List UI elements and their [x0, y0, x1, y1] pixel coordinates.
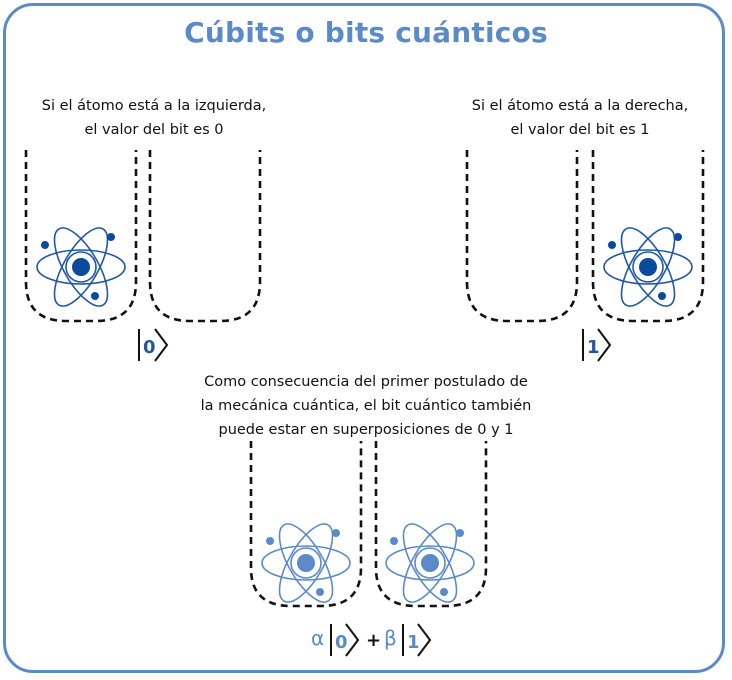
- well-bottom-a: [249, 441, 363, 608]
- caption-left: Si el átomo está a la izquierda, el valo…: [20, 94, 288, 142]
- ket-one-top: 1: [582, 328, 612, 362]
- caption-mid-line-1: Como consecuencia del primer postulado d…: [204, 374, 528, 390]
- well-right-b: [591, 150, 705, 323]
- well-left-b: [148, 150, 262, 323]
- beta-symbol: β: [384, 626, 397, 650]
- atom-icon-left: [36, 219, 126, 315]
- well-right-a: [465, 150, 579, 323]
- ket-one-super-label: 1: [407, 632, 420, 653]
- superposition-expression: α 0 + β 1: [311, 623, 432, 657]
- atom-icon-bottom-right: [385, 515, 475, 611]
- ket-one-label: 1: [587, 337, 600, 358]
- atom-icon-bottom-left: [261, 515, 351, 611]
- well-left-a: [24, 150, 138, 323]
- well-right-pair: [465, 150, 705, 323]
- plus-symbol: +: [366, 630, 381, 651]
- alpha-symbol: α: [311, 626, 324, 650]
- caption-right: Si el átomo está a la derecha, el valor …: [450, 94, 710, 142]
- well-left-pair: [24, 150, 262, 323]
- caption-mid-line-2: la mecánica cuántica, el bit cuántico ta…: [200, 398, 532, 414]
- caption-left-line-1: Si el átomo está a la izquierda,: [41, 98, 267, 114]
- ket-zero-label: 0: [143, 337, 156, 358]
- caption-left-line-2: el valor del bit es 0: [84, 122, 224, 138]
- page-title: Cúbits o bits cuánticos: [184, 16, 548, 49]
- well-bottom-b: [374, 441, 488, 608]
- well-bottom-pair: [249, 441, 488, 608]
- ket-zero-top: 0: [138, 328, 169, 362]
- caption-right-line-2: el valor del bit es 1: [510, 122, 650, 138]
- caption-superposition: Como consecuencia del primer postulado d…: [180, 370, 552, 442]
- ket-zero-super-label: 0: [335, 632, 348, 653]
- atom-icon-right: [603, 219, 693, 315]
- caption-mid-line-3: puede estar en superposiciones de 0 y 1: [218, 422, 514, 438]
- caption-right-line-1: Si el átomo está a la derecha,: [471, 98, 689, 114]
